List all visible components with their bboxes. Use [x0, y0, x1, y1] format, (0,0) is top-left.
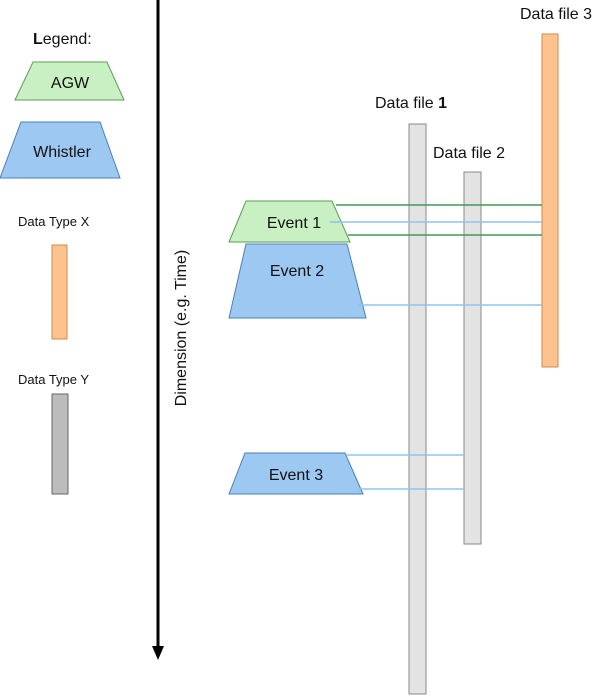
event-1-label: Event 1: [267, 215, 321, 232]
data-file-1-label: Data file 1: [375, 95, 447, 112]
event-3-label: Event 3: [269, 467, 323, 484]
event-2-shape: Event 2: [228, 243, 367, 319]
legend-whistler-shape: Whistler: [0, 121, 121, 179]
event-1-shape: Event 1: [228, 200, 351, 243]
legend-agw-shape: AGW: [14, 61, 125, 101]
data-file-3-bar: [541, 33, 559, 368]
data-file-3-label: Data file 3: [520, 6, 592, 23]
data-file-2-label: Data file 2: [433, 145, 505, 162]
legend-type-y-swatch: [51, 393, 69, 495]
legend-agw-label: AGW: [51, 75, 90, 92]
time-axis-arrowhead: [152, 646, 164, 660]
event-3-shape: Event 3: [228, 452, 364, 495]
event-2-label: Event 2: [270, 263, 324, 280]
data-file-1-bar: [408, 123, 427, 695]
legend-type-x-swatch: [51, 244, 68, 340]
legend-title: Legend:: [33, 31, 92, 48]
data-file-2-bar: [463, 171, 482, 545]
legend-type-y-label: Data Type Y: [18, 372, 89, 387]
legend-whistler-label: Whistler: [33, 144, 91, 161]
legend-type-x-label: Data Type X: [18, 214, 90, 229]
axis-label: Dimension (e.g. Time): [173, 250, 190, 407]
